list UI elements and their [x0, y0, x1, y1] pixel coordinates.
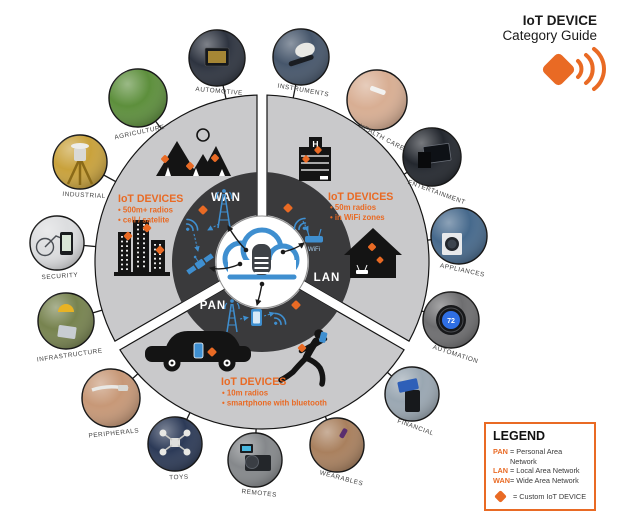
network-ring-content: WAN LAN PAN WiFi: [185, 189, 341, 333]
legend-lan-desc: = Local Area Network: [510, 466, 580, 476]
label-remotes: REMOTES: [241, 488, 277, 499]
label-appliances: APPLIANCES: [439, 262, 485, 278]
lan-sector-content: H IoT DEVICES • 50m radios • in WiFi zon…: [299, 137, 402, 278]
legend-pan-desc: = Personal Area Network: [510, 447, 563, 466]
pan-sector-content: IoT DEVICES • 10m radios • smartphone wi…: [145, 329, 328, 408]
wan-connector-arrows: [193, 223, 220, 252]
legend-row-lan: LAN = Local Area Network: [493, 466, 587, 476]
pan-sector-bullet-1: • 10m radios: [222, 389, 269, 398]
cloud-hub: [208, 225, 305, 307]
title-line-1: IoT DEVICE: [522, 13, 597, 28]
page-title: IoT DEVICE Category Guide: [502, 13, 597, 43]
wan-sector-bullet-2: • cell / satelite: [118, 216, 170, 225]
thermostat-temp: 72: [447, 318, 455, 325]
custom-device-diamonds-mountains: [161, 154, 219, 170]
lan-custom-diamond: [283, 203, 293, 213]
wifi-router-label: WiFi: [308, 246, 320, 253]
category-toys: TOYS: [147, 416, 203, 482]
category-appliances: APPLIANCES: [430, 207, 488, 279]
legend-custom-desc: = Custom IoT DEVICE: [513, 492, 587, 502]
lan-ring-label: LAN: [314, 272, 341, 284]
label-infrastructure: INFRASTRUCTURE: [36, 347, 103, 363]
category-security: SECURITY: [29, 215, 85, 282]
radio-waves-icon: [576, 47, 606, 91]
wan-sector-heading: IoT DEVICES: [118, 193, 183, 205]
pan-ring-label: PAN: [200, 300, 226, 312]
category-automation: 72 AUTOMATION: [422, 291, 480, 365]
label-toys: TOYS: [169, 474, 189, 482]
legend-row-wan: WAN = Wide Area Network: [493, 476, 587, 486]
category-automotive: AUTOMOTIVE: [188, 29, 246, 97]
legend-row-pan: PAN = Personal Area Network: [493, 447, 587, 466]
category-industrial: INDUSTRIAL: [52, 134, 108, 200]
category-financial: FINANCIAL: [384, 366, 440, 437]
hospital-icon: H: [299, 137, 331, 181]
pan-sector-heading: IoT DEVICES: [221, 376, 286, 388]
lan-sector-bullet-1: • 50m radios: [330, 203, 377, 212]
drone-shape: [159, 429, 191, 456]
wifi-router-icon: WiFi: [305, 228, 323, 253]
wan-sector-bullet-1: • 500m+ radios: [118, 206, 174, 215]
server-icon: [252, 244, 271, 275]
legend-diamond-icon: [494, 490, 507, 504]
title-line-2: Category Guide: [502, 28, 597, 43]
lan-sector-heading: IoT DEVICES: [328, 191, 393, 203]
category-agriculture: AGRICULTURE: [108, 68, 168, 141]
wan-custom-diamond: [198, 205, 208, 215]
runner-phone-icon: [319, 331, 328, 343]
pan-cell-tower-icon: [224, 299, 240, 333]
pan-signal-icon: [273, 312, 287, 326]
legend-pan-abbr: PAN: [493, 447, 508, 456]
category-infrastructure: INFRASTRUCTURE: [36, 292, 103, 364]
category-wearables: WEARABLES: [309, 417, 365, 488]
smart-home-icon: [344, 228, 402, 278]
legend-row-custom: = Custom IoT DEVICE: [493, 490, 587, 504]
legend-wan-abbr: WAN: [493, 475, 511, 485]
lan-sector-bullet-2: • in WiFi zones: [330, 213, 385, 222]
cloud-link-arrows: [208, 225, 305, 307]
sun-icon: [196, 128, 210, 142]
category-ring: AGRICULTURE AUTOMOTIVE INSTRUMENTS HEALT…: [29, 28, 488, 499]
label-peripherals: PERIPHERALS: [88, 427, 139, 439]
category-entertainment: ENTERTAINMENT: [402, 127, 466, 206]
runner-icon: [278, 329, 328, 387]
wan-sector-content: IoT DEVICES • 500m+ radios • cell / sate…: [114, 128, 231, 276]
city-buildings-icon: [114, 220, 170, 276]
label-security: SECURITY: [41, 272, 78, 282]
pan-phone-icon: [251, 309, 262, 326]
legend-title: LEGEND: [493, 429, 546, 443]
category-instruments: INSTRUMENTS: [272, 28, 330, 99]
wan-cell-tower-icon: [215, 189, 233, 229]
label-automotive: AUTOMOTIVE: [195, 86, 243, 97]
hospital-sign-text: H: [312, 139, 318, 149]
legend-wan-desc: = Wide Area Network: [510, 475, 579, 485]
car-phone-icon: [193, 342, 204, 359]
wan-signal-icon: [185, 218, 199, 232]
legend-lan-abbr: LAN: [493, 466, 508, 476]
pan-connector-arrows: [239, 311, 275, 322]
legend-box: LEGEND PAN = Personal Area Network LAN =…: [484, 422, 596, 512]
category-remotes: REMOTES: [227, 432, 283, 499]
pan-sector-bullet-2: • smartphone with bluetooth: [222, 399, 327, 408]
car-icon: [145, 331, 251, 372]
pan-custom-diamond: [291, 300, 301, 310]
category-peripherals: PERIPHERALS: [81, 368, 141, 440]
satellite-icon: [186, 253, 214, 275]
lan-connector-arrow: [302, 220, 309, 232]
label-industrial: INDUSTRIAL: [62, 191, 106, 200]
